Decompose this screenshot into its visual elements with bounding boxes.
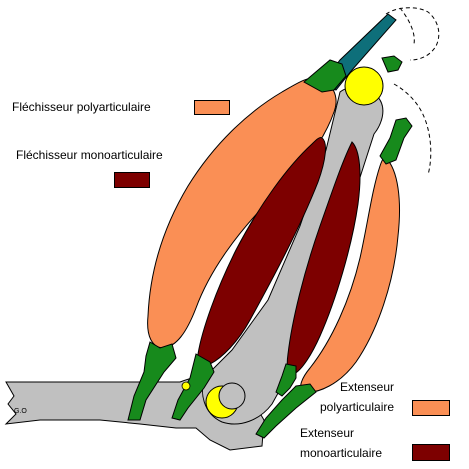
legend-flexor-poly-label: Fléchisseur polyarticulaire (12, 100, 151, 114)
legend-extensor-poly-swatch (412, 400, 450, 416)
legend-flexor-mono-swatch (114, 172, 150, 188)
legend-extensor-mono-swatch (412, 444, 450, 461)
legend-extensor-mono-line1: Extenseur (300, 426, 354, 440)
small-joint-dot (182, 382, 190, 390)
legend-extensor-poly-line1: Extenseur (340, 380, 394, 394)
legend-flexor-poly-swatch (194, 100, 230, 115)
tendon-upper-right (382, 56, 402, 72)
legend-extensor-poly-line2: polyarticulaire (320, 400, 394, 414)
bone-label: G.O (14, 408, 27, 415)
elbow-joint-cutout (219, 383, 245, 409)
shoulder-outline-dashed (386, 8, 439, 60)
tendon-extensor-poly-top (380, 118, 412, 164)
shoulder-outline-dashed-3 (400, 8, 414, 44)
legend-flexor-mono-label: Fléchisseur monoarticulaire (16, 148, 163, 162)
shoulder-joint (345, 67, 383, 105)
legend-extensor-mono-line2: monoarticulaire (300, 446, 382, 460)
